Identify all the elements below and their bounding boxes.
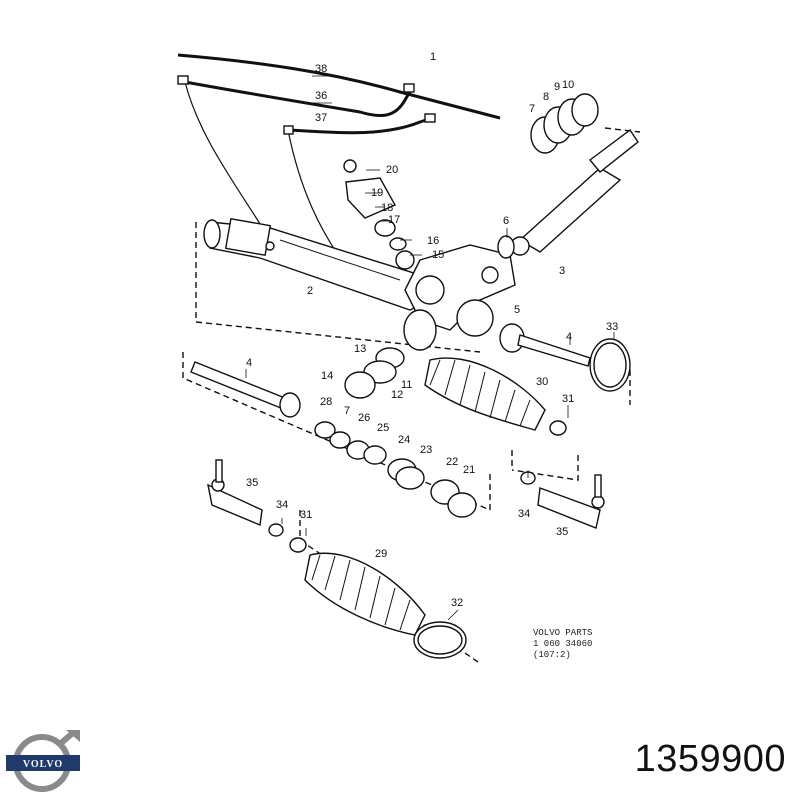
callout-11: 11 — [401, 379, 412, 391]
leader-lines — [245, 75, 615, 621]
caption-line-1: VOLVO PARTS — [533, 628, 593, 638]
callout-4a: 4 — [246, 357, 252, 369]
tie-rod-end-right — [537, 474, 605, 529]
callout-7a: 7 — [529, 103, 535, 115]
callout-12: 12 — [391, 389, 403, 401]
callout-16: 16 — [427, 235, 439, 247]
volvo-logo-icon: VOLVO — [6, 730, 80, 792]
callout-18: 18 — [381, 202, 393, 214]
callout-26: 26 — [358, 412, 370, 424]
callout-labels: 1 2 3 4 4 5 6 7 7 8 9 10 11 12 13 14 15 … — [246, 51, 618, 609]
boot-30 — [424, 357, 546, 431]
clamp-32 — [413, 621, 467, 659]
svg-text:VOLVO: VOLVO — [23, 759, 63, 770]
callout-1: 1 — [430, 51, 436, 63]
bearing-stack — [530, 93, 599, 154]
callout-2: 2 — [307, 285, 313, 297]
callout-24: 24 — [398, 434, 410, 446]
cover-plate — [343, 159, 415, 270]
rack-housing — [203, 217, 431, 311]
caption-line-3: (107:2) — [533, 650, 571, 660]
callout-34b: 34 — [276, 499, 288, 511]
tie-rod-right — [499, 323, 591, 367]
tie-rod-left — [190, 361, 301, 418]
callout-7b: 7 — [344, 405, 350, 417]
callout-29: 29 — [375, 548, 387, 560]
caption-line-2: 1 060 34060 — [533, 639, 593, 649]
callout-35b: 35 — [556, 526, 568, 538]
clamp-33 — [589, 338, 631, 392]
part-number: 1359900 — [634, 738, 786, 780]
callout-35a: 35 — [246, 477, 258, 489]
seal-parts — [344, 347, 405, 399]
callout-37: 37 — [315, 112, 327, 124]
callout-28: 28 — [320, 396, 332, 408]
boot-29 — [304, 552, 426, 636]
callout-20: 20 — [386, 164, 398, 176]
callout-17: 17 — [388, 214, 400, 226]
callout-32: 32 — [451, 597, 463, 609]
callout-34a: 34 — [518, 508, 530, 520]
tie-rod-end-left — [207, 459, 263, 526]
callout-25: 25 — [377, 422, 389, 434]
callout-19: 19 — [371, 187, 383, 199]
callout-30: 30 — [536, 376, 548, 388]
callout-4b: 4 — [566, 331, 572, 343]
callout-15: 15 — [432, 249, 444, 261]
callout-9: 9 — [554, 81, 560, 93]
callout-38: 38 — [315, 63, 327, 75]
callout-21: 21 — [463, 464, 475, 476]
callout-5: 5 — [514, 304, 520, 316]
callout-23: 23 — [420, 444, 432, 456]
hydraulic-pipes — [177, 53, 501, 266]
callout-10: 10 — [562, 79, 574, 91]
callout-22: 22 — [446, 456, 458, 468]
callout-3: 3 — [559, 265, 565, 277]
callout-8: 8 — [543, 91, 549, 103]
callout-13: 13 — [354, 343, 366, 355]
callout-33: 33 — [606, 321, 618, 333]
callout-31b: 31 — [300, 509, 312, 521]
diagram-caption: VOLVO PARTS 1 060 34060 (107:2) — [533, 628, 592, 661]
input-shaft — [497, 128, 639, 259]
valve-housing — [403, 244, 516, 351]
callout-6: 6 — [503, 215, 509, 227]
callout-36: 36 — [315, 90, 327, 102]
callout-31a: 31 — [562, 393, 574, 405]
seal-rings — [314, 421, 477, 518]
callout-14: 14 — [321, 370, 333, 382]
